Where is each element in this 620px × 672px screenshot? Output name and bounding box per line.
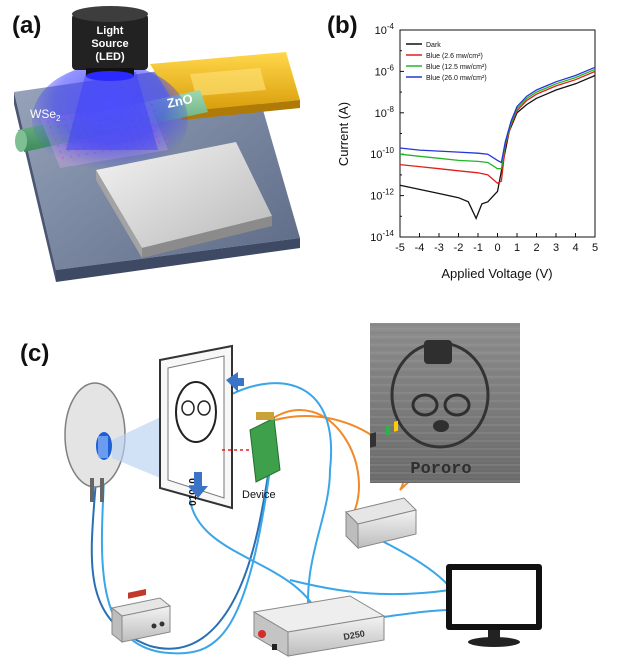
device-board: [249, 412, 281, 483]
x-tick-label: 4: [572, 242, 578, 254]
series-line-0: [399, 74, 596, 221]
image-caption: Pororo: [410, 460, 471, 479]
panel-label-c: (c): [20, 340, 50, 367]
x-tick-label: -4: [415, 242, 425, 254]
monitor: [446, 564, 542, 647]
y-axis-label: Current (A): [336, 102, 351, 166]
light-glow: [32, 64, 188, 176]
light-cone: [112, 415, 165, 480]
power-supply: [110, 588, 172, 644]
y-tick-label: 10-12: [370, 188, 394, 203]
x-axis-label: Applied Voltage (V): [441, 266, 552, 281]
measurement-unit: [345, 420, 417, 550]
iv-chart: -5 -4 -3 -2 -1 0 1 2 3 4 5 10-4 10-6 10-8 10-10 10-12 1…: [336, 22, 598, 281]
x-tick-label: -3: [434, 242, 444, 254]
x-tick-label: 0: [494, 242, 500, 254]
y-tick-label: 10-8: [375, 105, 395, 120]
reconstructed-image: Pororo: [370, 323, 520, 483]
legend-label-1: Blue (2.6 mw/cm²): [426, 53, 483, 60]
x-tick-label: -2: [454, 242, 464, 254]
arrow-down-icon: [188, 472, 208, 498]
device-label: Device: [242, 489, 276, 501]
y-tick-label: 10-10: [370, 146, 394, 161]
x-tick-label: -5: [395, 242, 405, 254]
x-tick-label: 1: [514, 242, 520, 254]
y-tick-label: 10-6: [375, 63, 395, 78]
x-tick-label: 5: [592, 242, 598, 254]
arrow-right-icon: [226, 372, 244, 392]
legend-label-0: Dark: [426, 42, 441, 49]
x-tick-label: 2: [533, 242, 539, 254]
light-source-line-1: Light: [97, 25, 124, 37]
light-source-line-2: Source: [91, 38, 128, 50]
controller-label: D250: [343, 628, 366, 642]
zno-label: ZnO: [166, 91, 195, 111]
light-source-line-3: (LED): [95, 51, 125, 63]
panel-a-schematic: Light Source (LED) ZnO WSe2: [14, 6, 300, 282]
panel-label-a: (a): [12, 12, 42, 39]
metal-pad: [96, 142, 272, 258]
legend-label-3: Blue (26.0 mw/cm²): [426, 75, 487, 82]
y-tick-label: 10-4: [375, 22, 395, 37]
panel-label-b: (b): [327, 12, 358, 39]
led-light-source: Light Source (LED): [72, 6, 148, 81]
series-line-3: [399, 66, 596, 164]
x-tick-label: -1: [473, 242, 483, 254]
wse2-label-main: WSe: [30, 107, 56, 121]
light-beam: [66, 72, 158, 150]
wse2-label-sub: 2: [56, 114, 61, 123]
controller-d250: D250: [252, 595, 386, 657]
wse2-label: WSe2: [30, 107, 61, 123]
x-tick-label: 3: [553, 242, 559, 254]
legend-label-2: Blue (12.5 mw/cm²): [426, 64, 487, 71]
y-tick-label: 10-14: [370, 229, 394, 244]
